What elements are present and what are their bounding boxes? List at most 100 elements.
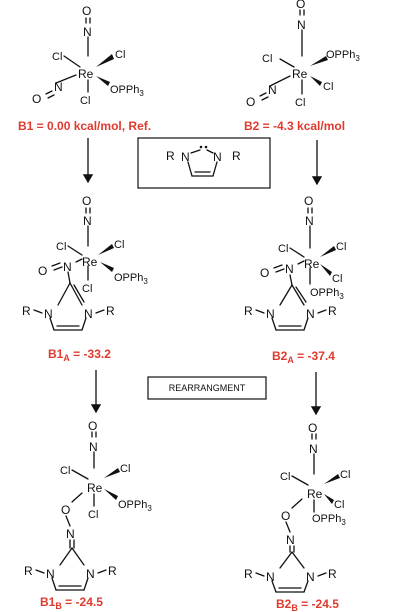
b2a-atom-cl-left: Cl: [278, 243, 288, 255]
b1b-ligand-label: OPPh3: [118, 499, 152, 513]
b2b-energy-sub: B: [291, 603, 298, 612]
b2b-atom-o-link: O: [281, 509, 290, 523]
b1a-ligand-sub: 3: [143, 277, 148, 286]
b2a-energy-main: B2: [272, 349, 288, 363]
carbene-reagent-box: R N N R: [137, 137, 271, 189]
b2a-atom-o-top: O: [304, 194, 313, 208]
b2a-atom-n-left: N: [285, 262, 294, 276]
b1b-ligand: OPPh: [118, 499, 147, 511]
b1a-ligand: OPPh: [114, 272, 143, 284]
b1b-atom-o-link: O: [61, 503, 70, 517]
b1a-atom-cl-bottom: Cl: [82, 283, 92, 295]
b1b-energy-sub: B: [55, 601, 62, 611]
structure-b2a: O N Cl Cl Re O N Cl OPPh3 R N N R B2A = …: [244, 194, 346, 365]
b2b-atom-cl-right: Cl: [340, 469, 350, 481]
b2b-ligand: OPPh: [312, 513, 341, 525]
b2a-ligand-sub: 3: [339, 292, 344, 301]
b1a-atom-r-left: R: [22, 304, 31, 318]
b2b-atom-n-link: N: [286, 533, 295, 547]
b2b-atom-o-top: O: [308, 421, 317, 435]
carbene-atom-n-right: N: [213, 150, 222, 164]
structure-b2: O N Cl OPPh3 Re O N Cl Cl B2 = -4.3 kcal…: [244, 0, 360, 133]
b1a-energy-main: B1: [48, 347, 64, 361]
b1-energy-label: B1 = 0.00 kcal/mol, Ref.: [18, 119, 151, 133]
carbene-atom-r-right: R: [232, 149, 241, 163]
b2b-atom-re: Re: [307, 487, 323, 501]
b2b-ligand-label: OPPh3: [312, 513, 346, 527]
b2a-energy-sub: A: [287, 355, 294, 365]
b2a-ligand-label: OPPh3: [310, 287, 344, 301]
b2-atom-cl-right: Cl: [323, 81, 333, 93]
b1-atom-o-left: O: [32, 92, 41, 106]
b2a-atom-o-left: O: [260, 266, 269, 280]
b2b-ligand-sub: 3: [341, 518, 346, 527]
b2-ligand-label: OPPh3: [326, 49, 360, 63]
b2a-atom-n-ring-left: N: [266, 307, 275, 321]
b1a-ligand-label: OPPh3: [114, 272, 148, 286]
b1-ligand: OPPh: [110, 84, 139, 96]
carbene-atom-n-left: N: [181, 150, 190, 164]
b1b-atom-cl-left: Cl: [60, 465, 70, 477]
b1b-atom-n-link: N: [66, 527, 75, 541]
structure-b1: O N Cl Cl Re O N Cl OPPh3 B1 = 0.00 kcal…: [18, 4, 151, 133]
b1b-atom-cl-right: Cl: [120, 463, 130, 475]
b2b-energy-value: = -24.5: [298, 597, 339, 611]
carbene-atom-r-left: R: [166, 149, 175, 163]
b2b-atom-r-right: R: [328, 567, 337, 581]
b1a-atom-cl-left: Cl: [56, 241, 66, 253]
b1a-atom-n-top: N: [83, 214, 92, 228]
b1-atom-cl-right: Cl: [115, 49, 125, 61]
b2a-atom-cl-mid: Cl: [332, 273, 342, 285]
b2-atom-n-top: N: [297, 18, 306, 32]
b1-atom-re: Re: [78, 67, 94, 81]
b1-atom-n-left: N: [54, 80, 63, 94]
b2-atom-re: Re: [292, 67, 308, 81]
b1a-energy-sub: A: [63, 353, 70, 363]
b1a-atom-o-left: O: [38, 264, 47, 278]
b2-ligand-sub: 3: [355, 54, 360, 63]
carbene-lone-pair: [199, 145, 203, 149]
b2a-atom-n-top: N: [305, 214, 314, 228]
b2b-atom-n-ring-left: N: [266, 570, 275, 584]
structure-b1a: O N Cl Cl Re O N Cl OPPh3 R N N R B1A = …: [22, 194, 148, 363]
b2a-energy-label: B2A = -37.4: [272, 349, 335, 365]
b2b-atom-n-top: N: [309, 442, 318, 456]
b2b-atom-cl-mid: Cl: [334, 499, 344, 511]
b2a-ligand: OPPh: [310, 287, 339, 299]
b2a-energy-value: = -37.4: [294, 349, 335, 363]
b1b-atom-r-right: R: [108, 564, 117, 578]
b2b-atom-r-left: R: [244, 567, 253, 581]
b1a-energy-value: = -33.2: [70, 347, 111, 361]
b1a-atom-n-ring-right: N: [84, 307, 93, 321]
b1b-atom-cl-bottom: Cl: [88, 509, 98, 521]
b2-atom-o-top: O: [296, 0, 305, 11]
b2a-atom-r-right: R: [328, 304, 337, 318]
b2-atom-cl-bottom: Cl: [295, 97, 305, 109]
b1-ligand-sub: 3: [139, 89, 144, 98]
structure-b2b: O N Cl Cl Re O N Cl OPPh3 R N N R B2B = …: [244, 421, 350, 612]
b1b-atom-n-ring-left: N: [46, 567, 55, 581]
b2b-energy-main: B2: [276, 597, 292, 611]
b1b-atom-re: Re: [87, 481, 103, 495]
b1b-ligand-sub: 3: [147, 504, 152, 513]
b1b-energy-label: B1B = -24.5: [40, 595, 103, 611]
b1a-atom-r-right: R: [106, 304, 115, 318]
b2a-atom-cl-right: Cl: [336, 241, 346, 253]
b1b-energy-main: B1: [40, 595, 56, 609]
b1-atom-cl-left: Cl: [52, 51, 62, 63]
b1b-atom-o-top: O: [88, 419, 97, 433]
structure-b1b: O N Cl Cl Re O N Cl OPPh3 R N N R B1B = …: [24, 419, 152, 611]
b2-atom-n-left: N: [268, 83, 277, 97]
b1-atom-n-top: N: [83, 25, 92, 39]
b2-atom-cl-left: Cl: [262, 53, 272, 65]
b1a-atom-o-top: O: [82, 194, 91, 208]
b2a-atom-re: Re: [304, 257, 320, 271]
b2a-atom-r-left: R: [244, 304, 253, 318]
b1-atom-o-top: O: [82, 4, 91, 18]
b2-ligand: OPPh: [326, 49, 355, 61]
b1a-atom-re: Re: [82, 255, 98, 269]
b2-energy-label: B2 = -4.3 kcal/mol: [244, 119, 345, 133]
b1b-atom-n-top: N: [89, 440, 98, 454]
b2-atom-o-left: O: [246, 95, 255, 109]
